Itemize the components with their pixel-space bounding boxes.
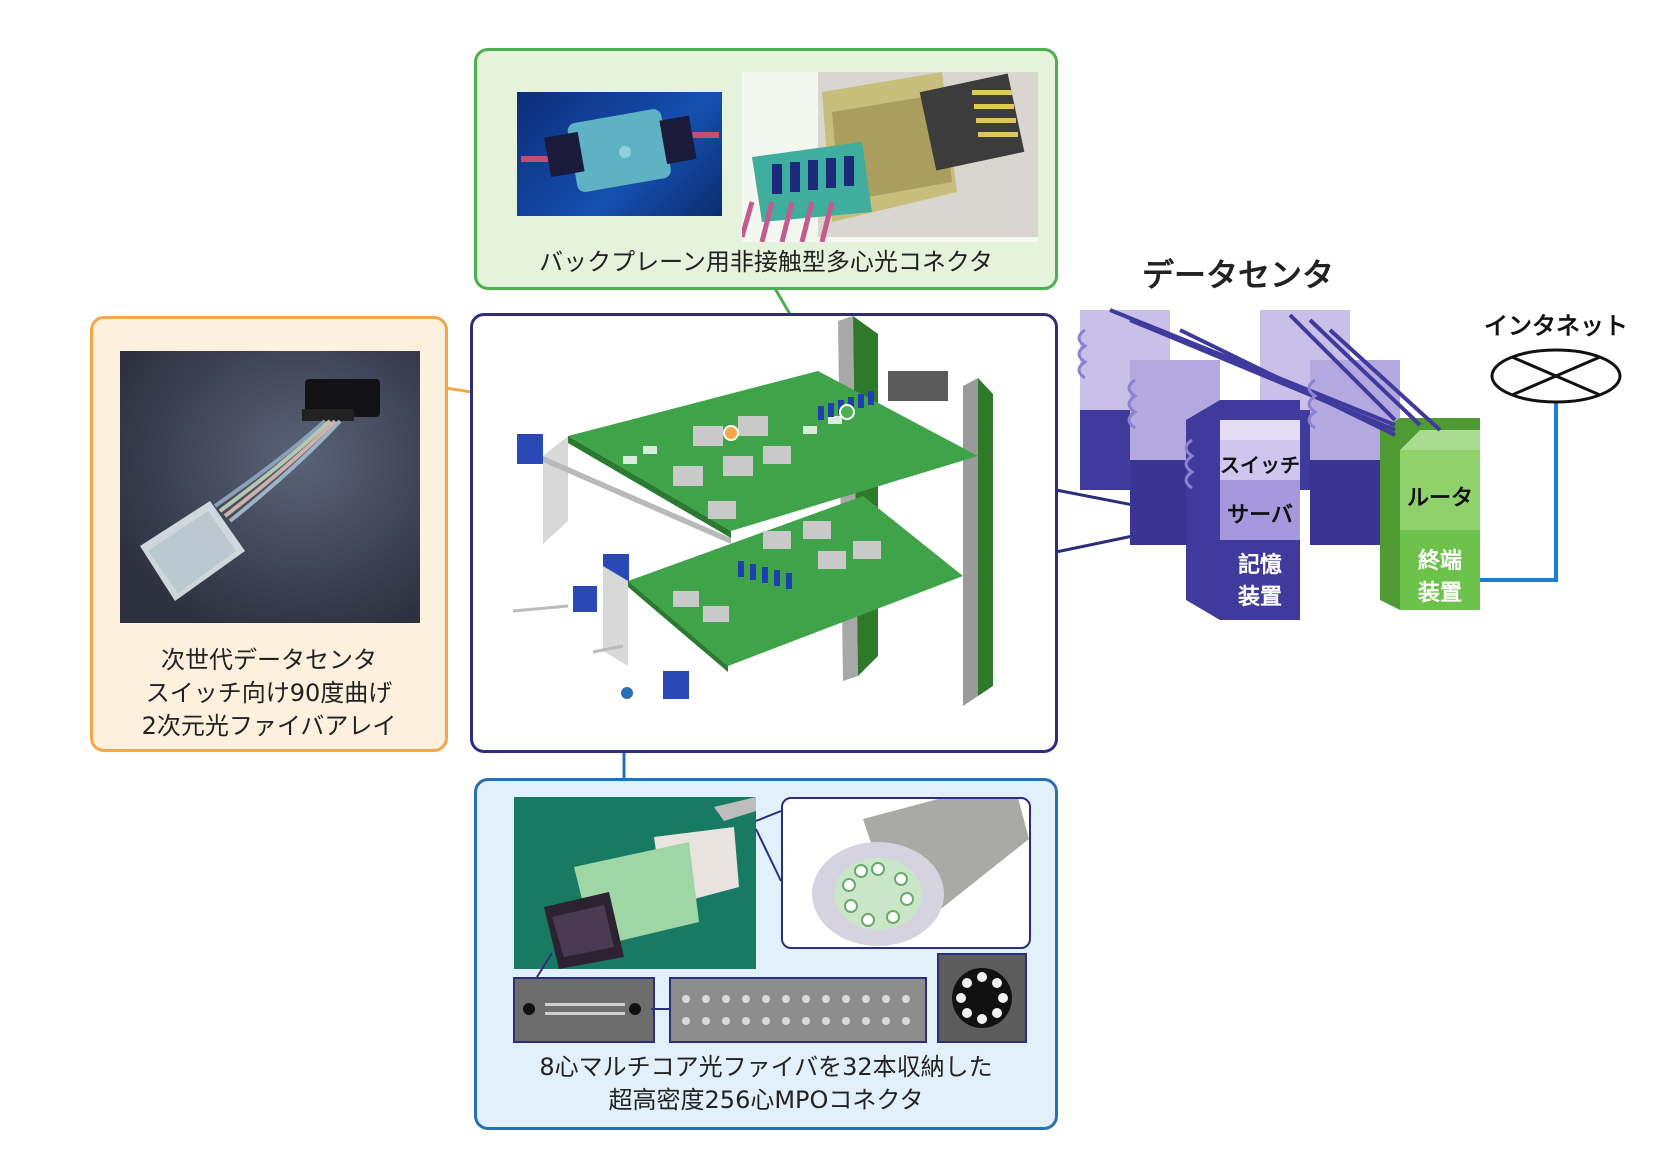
fiber-array-panel: 次世代データセンタ スイッチ向け90度曲げ 2次元光ファイバアレイ [90,316,448,752]
backplane-connector-photo-2 [742,72,1038,242]
fiber-array-caption: 次世代データセンタ スイッチ向け90度曲げ 2次元光ファイバアレイ [141,646,397,740]
backplane-connector-panel: バックプレーン用非接触型多心光コネクタ [474,48,1058,290]
multicore-fiber-crosssection [781,797,1031,949]
ferrule-zoom-photo [669,977,927,1043]
ferrule-end-face-photo [513,977,655,1043]
mpo-zoom-lines [536,810,782,1010]
core-zoom-photo [937,953,1027,1043]
backplane-connector-caption: バックプレーン用非接触型多心光コネクタ [539,248,993,276]
mpo-connector-photo [514,797,756,969]
mpo-connector-panel: 8心マルチコア光ファイバを32本収納した 超高密度256心MPOコネクタ [474,778,1058,1130]
callout-board-to-server [1054,488,1211,554]
mpo-connector-caption: 8心マルチコア光ファイバを32本収納した 超高密度256心MPOコネクタ [539,1053,993,1114]
internet-link-line [1480,400,1558,582]
fiber-array-photo [120,351,420,623]
callout-dot-backplane [839,404,855,420]
callout-dot-mpo [619,685,635,701]
callout-dot-array [723,425,739,441]
circuit-board-illustration [512,316,993,706]
board-illustration-panel [470,313,1058,753]
backplane-connector-photo-1 [517,92,722,216]
